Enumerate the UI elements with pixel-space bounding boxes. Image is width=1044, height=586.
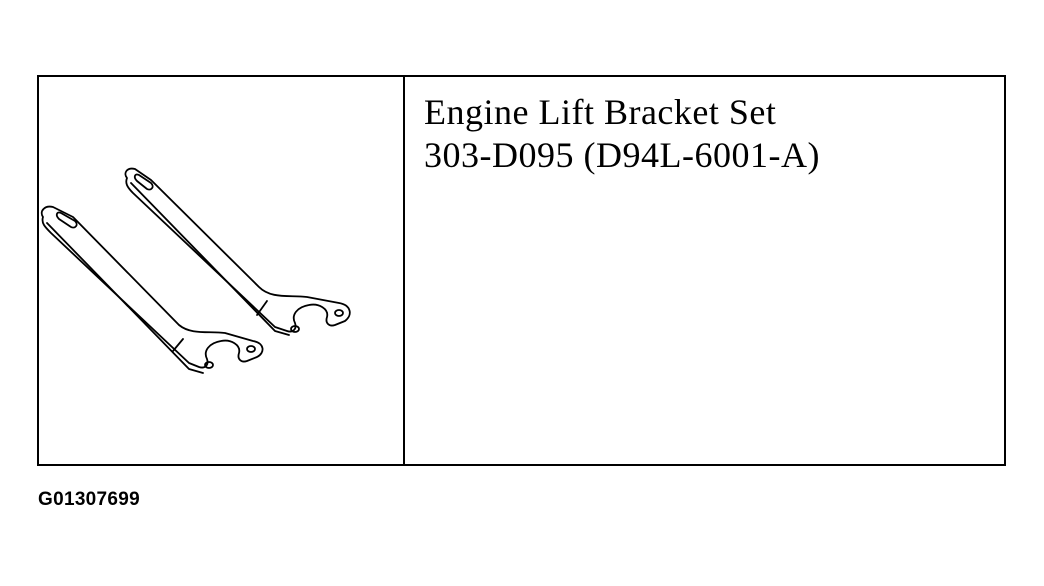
tool-name: Engine Lift Bracket Set xyxy=(424,92,777,132)
bracket-front-icon xyxy=(40,205,264,374)
figure-id: G01307699 xyxy=(38,489,141,510)
tool-table: Engine Lift Bracket Set 303-D095 (D94L-6… xyxy=(37,75,1006,466)
column-divider xyxy=(403,77,405,464)
engine-lift-bracket-illustration xyxy=(39,77,403,464)
tool-part-number: 303-D095 (D94L-6001-A) xyxy=(424,135,820,175)
bracket-rear-icon xyxy=(124,167,351,336)
tool-description: Engine Lift Bracket Set 303-D095 (D94L-6… xyxy=(424,91,820,177)
